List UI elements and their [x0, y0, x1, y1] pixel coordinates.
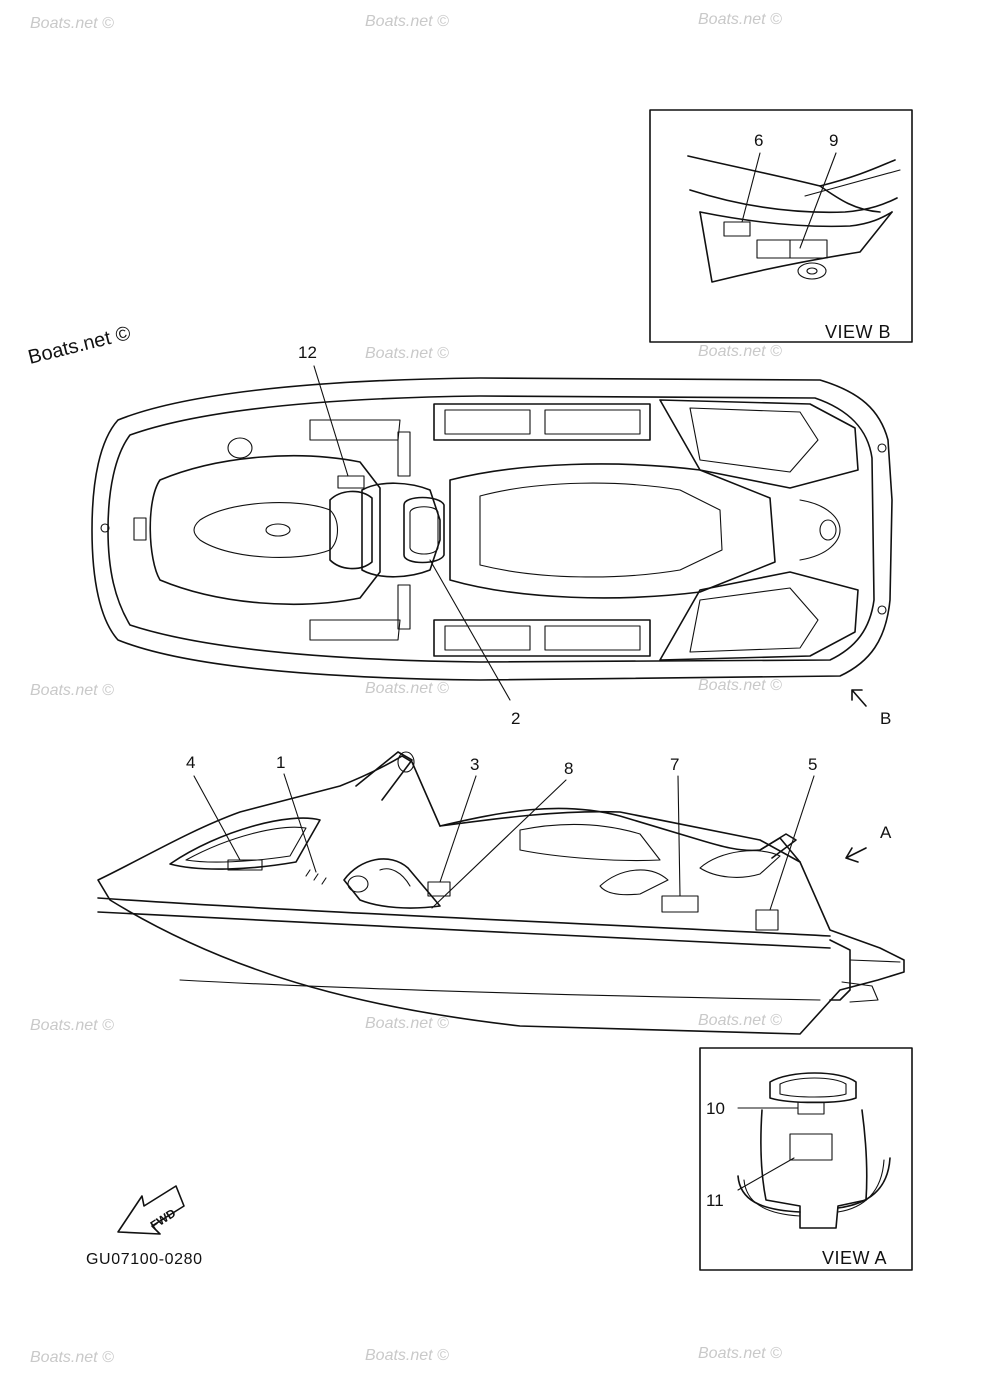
callout-9: 9 [829, 131, 838, 150]
watermark: Boats.net © [30, 1017, 114, 1034]
decal-12 [337, 475, 365, 489]
view-b-inset: 6 9 VIEW B [649, 109, 913, 343]
diagram-code: GU07100-0280 [86, 1251, 203, 1268]
callout-12: 12 [298, 343, 317, 362]
callout-6: 6 [754, 131, 763, 150]
decal-3 [427, 881, 451, 897]
watermark: Boats.net © [30, 15, 114, 32]
watermark-layer: Boats.net © Boats.net © Boats.net © Boat… [26, 11, 782, 1366]
watermark: Boats.net © [698, 1012, 782, 1029]
callout-8: 8 [564, 759, 573, 778]
watermark: Boats.net © [365, 345, 449, 362]
watermark: Boats.net © [30, 1349, 114, 1366]
callout-4: 4 [186, 753, 195, 772]
decal-11 [789, 1133, 833, 1161]
fwd-label: FWD [148, 1206, 179, 1233]
watermark: Boats.net © [365, 13, 449, 30]
decal-5 [755, 909, 779, 931]
decal-7 [661, 895, 699, 913]
decal-10 [797, 1101, 825, 1115]
callout-2: 2 [511, 709, 520, 728]
callout-7: 7 [670, 755, 679, 774]
fwd-arrow: FWD [117, 1185, 185, 1235]
decal-9 [756, 239, 828, 259]
watermark: Boats.net © [30, 682, 114, 699]
decal-4 [227, 859, 263, 871]
watermark: Boats.net © [698, 343, 782, 360]
callout-11: 11 [706, 1191, 724, 1210]
top-view-hull: 12 2 B [91, 343, 893, 728]
view-a-inset: 10 11 VIEW A [699, 1047, 913, 1271]
view-a-arrow-label: A [880, 823, 892, 842]
watermark: Boats.net © [698, 1345, 782, 1362]
callout-3: 3 [470, 755, 479, 774]
watermark: Boats.net © [698, 11, 782, 28]
side-view-hull: 4 1 3 8 7 5 [97, 751, 905, 1035]
decal-6 [723, 221, 751, 237]
view-b-label: VIEW B [825, 322, 891, 342]
watermark: Boats.net © [365, 1347, 449, 1364]
callout-5: 5 [808, 755, 817, 774]
watermark-dark: Boats.net © [26, 322, 133, 369]
watermark: Boats.net © [698, 677, 782, 694]
callout-10: 10 [706, 1099, 725, 1118]
watermark: Boats.net © [365, 1015, 449, 1032]
view-b-arrow-label: B [880, 709, 891, 728]
view-a-label: VIEW A [822, 1248, 887, 1268]
watermark: Boats.net © [365, 680, 449, 697]
callout-1: 1 [276, 753, 285, 772]
decal-2 [403, 496, 445, 564]
